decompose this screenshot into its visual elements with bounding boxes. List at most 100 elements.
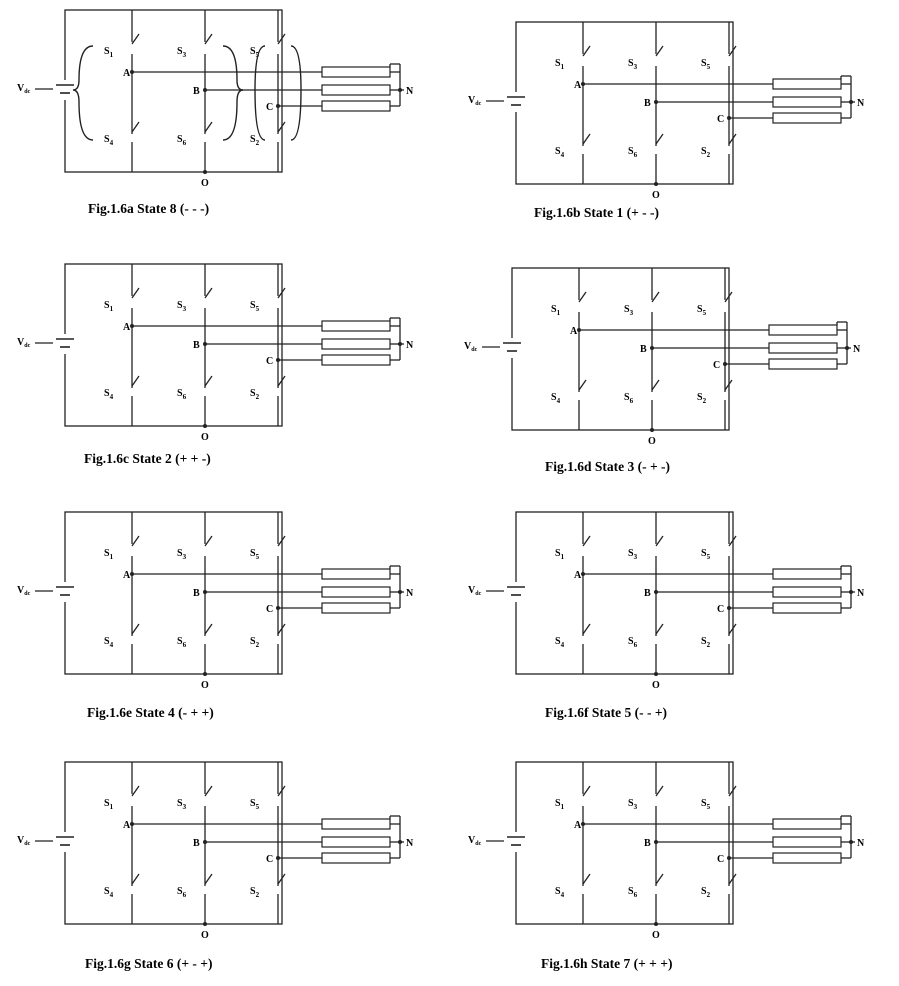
load-resistor [321, 586, 391, 598]
vdc-label: Vdc [468, 95, 482, 107]
vdc-label: Vdc [17, 83, 31, 95]
inverter-frame [64, 263, 283, 427]
switch-label: S2 [250, 886, 260, 899]
vdc-label-subscript: dc [24, 841, 30, 847]
switch-label: S2 [701, 636, 711, 649]
switch-label-subscript: 5 [256, 305, 260, 313]
vdc-label-subscript: dc [24, 343, 30, 349]
midpoint-dot [203, 672, 207, 676]
figure-caption: Fig.1.6g State 6 (+ - +) [85, 956, 213, 971]
switch-label: S1 [104, 548, 114, 561]
switch-label: S3 [177, 798, 187, 811]
switch-label-subscript: 4 [561, 641, 565, 649]
switch-blade [204, 33, 213, 45]
midpoint-dot [654, 922, 658, 926]
neutral-label: N [857, 98, 865, 109]
neutral-label: N [406, 86, 414, 97]
switch-label: S2 [250, 636, 260, 649]
midpoint-label: O [201, 178, 209, 189]
switch-label: S5 [697, 304, 707, 317]
switch-blade [651, 291, 660, 303]
load-resistor [772, 586, 842, 598]
right-bracket [222, 45, 244, 141]
node-label: B [640, 344, 647, 355]
vdc-label-subscript: dc [471, 347, 477, 353]
battery-gap [57, 334, 73, 354]
switch-label: S4 [555, 146, 565, 159]
switch-blade [655, 45, 664, 57]
inverter-frame [64, 761, 283, 925]
switch-label-subscript: 3 [183, 51, 187, 59]
switch-blade [277, 375, 286, 387]
switch-label-subscript: 2 [707, 151, 711, 159]
load-resistor [321, 354, 391, 366]
switch-label-subscript: 1 [110, 553, 114, 561]
switch-blade [728, 623, 737, 635]
switch-blade [131, 375, 140, 387]
node-label: B [193, 838, 200, 849]
midpoint-dot [203, 424, 207, 428]
load-resistor [321, 100, 391, 112]
switch-blade [578, 379, 587, 391]
switch-blade [204, 873, 213, 885]
switch-label-subscript: 2 [256, 393, 260, 401]
switch-label-subscript: 6 [634, 891, 638, 899]
vdc-label-subscript: dc [475, 101, 481, 107]
switch-label: S4 [104, 388, 114, 401]
switch-label: S6 [628, 146, 638, 159]
switch-label: S2 [250, 388, 260, 401]
switch-label: S1 [104, 798, 114, 811]
switch-label-subscript: 4 [561, 151, 565, 159]
switch-blade [131, 535, 140, 547]
switch-label-subscript: 5 [256, 553, 260, 561]
node-label: A [574, 570, 582, 581]
inverter-frame [515, 21, 734, 185]
switch-label: S5 [250, 548, 260, 561]
switch-label-subscript: 4 [110, 139, 114, 147]
node-label: A [574, 820, 582, 831]
switch-blade [655, 873, 664, 885]
load-resistor [321, 852, 391, 864]
switch-blade [277, 873, 286, 885]
battery-gap [508, 832, 524, 852]
switch-label-subscript: 3 [183, 553, 187, 561]
switch-label: S3 [177, 300, 187, 313]
switch-label: S4 [551, 392, 561, 405]
switch-label: S4 [104, 134, 114, 147]
switch-label-subscript: 4 [110, 393, 114, 401]
midpoint-dot [654, 672, 658, 676]
switch-blade [728, 785, 737, 797]
vdc-label: Vdc [468, 585, 482, 597]
switch-blade [582, 873, 591, 885]
switch-label: S1 [104, 46, 114, 59]
switch-label: S6 [177, 388, 187, 401]
load-resistor [772, 836, 842, 848]
switch-blade [204, 375, 213, 387]
vdc-label-subscript: dc [24, 591, 30, 597]
midpoint-dot [654, 182, 658, 186]
switch-blade [131, 33, 140, 45]
leg-c-bracket-right [290, 45, 302, 141]
load-resistor [768, 324, 838, 336]
switch-label: S1 [555, 58, 565, 71]
neutral-label: N [857, 838, 865, 849]
switch-blade [131, 121, 140, 133]
switch-blade [204, 121, 213, 133]
switch-label: S4 [555, 636, 565, 649]
load-resistor [321, 568, 391, 580]
switch-label: S1 [551, 304, 561, 317]
switch-label: S5 [250, 798, 260, 811]
battery-gap [57, 582, 73, 602]
figure-caption: Fig.1.6c State 2 (+ + -) [84, 451, 211, 466]
battery-gap [504, 338, 520, 358]
switch-label-subscript: 4 [561, 891, 565, 899]
switch-blade [277, 33, 286, 45]
